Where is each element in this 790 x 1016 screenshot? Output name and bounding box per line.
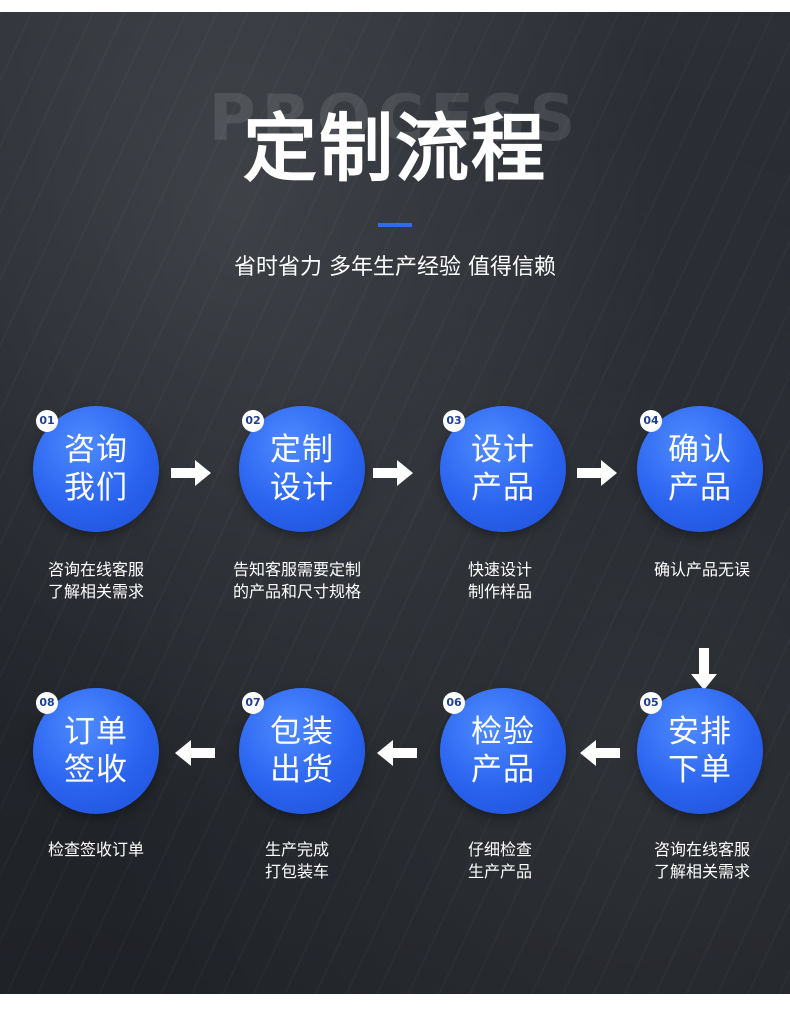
step-number-badge: 06: [443, 692, 465, 714]
step-description: 生产完成 打包装车: [212, 839, 382, 883]
step-1: 咨询 我们 01: [33, 406, 159, 532]
step-5: 安排 下单 05: [637, 688, 763, 814]
step-number-badge: 02: [242, 410, 264, 432]
step-desc-line2: 的产品和尺寸规格: [232, 582, 361, 601]
step-title-line1: 检验: [471, 714, 535, 750]
step-title-line2: 设计: [270, 470, 334, 506]
arrow-right-icon: [577, 460, 617, 486]
step-number-badge: 03: [443, 410, 465, 432]
step-title-line1: 定制: [270, 432, 334, 468]
title-underline: [378, 223, 412, 227]
step-number-badge: 01: [36, 410, 58, 432]
step-title-line1: 订单: [64, 714, 128, 750]
step-number-badge: 05: [640, 692, 662, 714]
step-title-line2: 签收: [64, 752, 128, 788]
step-description: 告知客服需要定制 的产品和尺寸规格: [212, 559, 382, 603]
arrow-left-icon: [175, 740, 215, 766]
step-title-line2: 产品: [471, 470, 535, 506]
arrow-right-icon: [373, 460, 413, 486]
step-desc-line1: 快速设计: [467, 560, 532, 579]
step-desc-line2: 打包装车: [264, 862, 329, 881]
step-description: 快速设计 制作样品: [415, 559, 585, 603]
step-6: 检验 产品 06: [440, 688, 566, 814]
step-desc-line2: 生产产品: [467, 862, 532, 881]
step-number-badge: 08: [36, 692, 58, 714]
step-4: 确认 产品 04: [637, 406, 763, 532]
page-subtitle: 省时省力 多年生产经验 值得信赖: [234, 255, 556, 280]
step-desc-line2: 了解相关需求: [47, 582, 144, 601]
step-title-line1: 咨询: [64, 432, 128, 468]
step-desc-line2: 制作样品: [467, 582, 532, 601]
step-title-line1: 包装: [270, 714, 334, 750]
watermark-text: PROCESS: [208, 82, 582, 156]
step-3: 设计 产品 03: [440, 406, 566, 532]
step-desc-line2: 了解相关需求: [653, 862, 750, 881]
arrow-right-icon: [171, 460, 211, 486]
step-desc-line1: 咨询在线客服: [47, 560, 144, 579]
step-desc-line1: 生产完成: [264, 840, 329, 859]
step-title-line2: 产品: [668, 470, 732, 506]
step-desc-line1: 咨询在线客服: [653, 840, 750, 859]
step-title-line1: 安排: [668, 714, 732, 750]
arrow-down-icon: [691, 648, 717, 690]
step-description: 检查签收订单: [11, 839, 181, 861]
step-description: 确认产品无误: [617, 559, 787, 581]
step-description: 咨询在线客服 了解相关需求: [617, 839, 787, 883]
step-description: 仔细检查 生产产品: [415, 839, 585, 883]
step-title-line1: 设计: [471, 432, 535, 468]
step-2: 定制 设计 02: [239, 406, 365, 532]
arrow-left-icon: [580, 740, 620, 766]
step-description: 咨询在线客服 了解相关需求: [11, 559, 181, 603]
step-desc-line1: 仔细检查: [467, 840, 532, 859]
step-title-line1: 确认: [668, 432, 732, 468]
step-title-line2: 下单: [668, 752, 732, 788]
step-title-line2: 我们: [64, 470, 128, 506]
step-title-line2: 产品: [471, 752, 535, 788]
step-desc-line1: 告知客服需要定制: [232, 560, 361, 579]
process-panel: PROCESS 定制流程 省时省力 多年生产经验 值得信赖 咨询 我们 01 定…: [0, 12, 790, 994]
step-8: 订单 签收 08: [33, 688, 159, 814]
step-desc-line1: 确认产品无误: [653, 560, 750, 579]
step-number-badge: 07: [242, 692, 264, 714]
step-number-badge: 04: [640, 410, 662, 432]
step-desc-line1: 检查签收订单: [47, 840, 144, 859]
page-title: 定制流程: [243, 106, 547, 192]
step-title-line2: 出货: [270, 752, 334, 788]
arrow-left-icon: [377, 740, 417, 766]
step-7: 包装 出货 07: [239, 688, 365, 814]
